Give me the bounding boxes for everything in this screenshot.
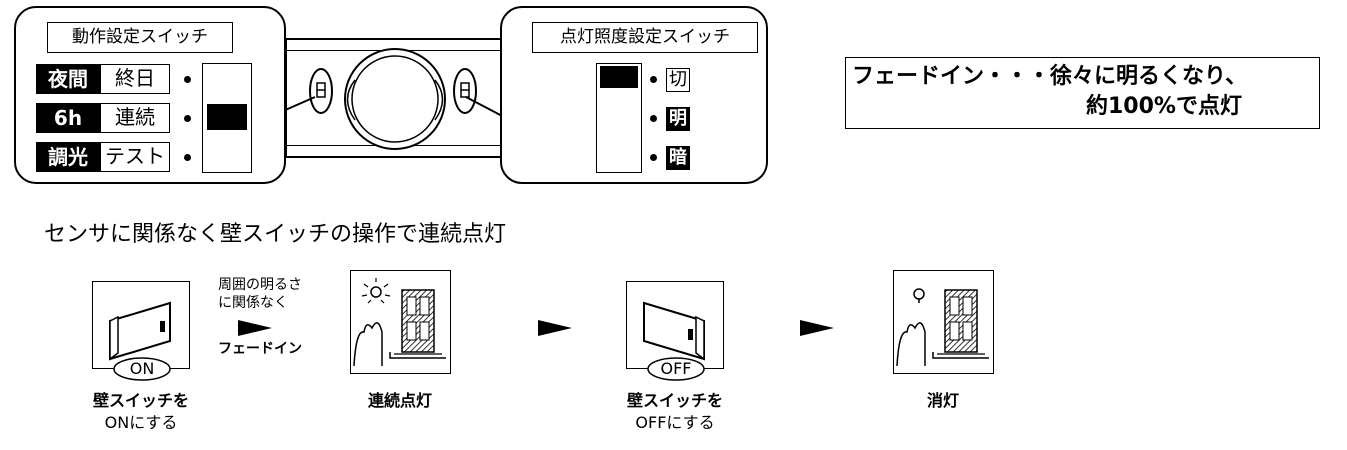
switch-oval-right-icon <box>453 68 477 114</box>
arrow1-text-below: フェードイン <box>218 341 302 357</box>
step2-label: 連続点灯 <box>367 391 432 410</box>
arrow1-text-line2: に関係なく <box>218 295 288 311</box>
sensor-dome-icon <box>344 48 446 150</box>
level-bright: 明 <box>666 107 690 131</box>
arrow1-text-line1: 周囲の明るさ <box>218 277 302 293</box>
section-caption: センサに関係なく壁スイッチの操作で連続点灯 <box>44 222 507 247</box>
position-dot <box>650 76 657 83</box>
step1-label-line2: ONにする <box>104 413 178 432</box>
illuminance-slide-switch[interactable] <box>596 63 642 173</box>
wall-switch-off-icon <box>643 301 705 361</box>
switch-oval-left-icon <box>309 68 333 114</box>
label-dimming: 調光 <box>36 142 100 172</box>
label-test: テスト <box>100 142 170 172</box>
label-allday: 終日 <box>100 64 170 94</box>
level-dark: 暗 <box>666 146 690 170</box>
level-off: 切 <box>666 68 690 92</box>
lit-house-icon <box>353 278 446 367</box>
label-6h: 6h <box>36 103 100 133</box>
operation-slide-knob[interactable] <box>207 104 247 130</box>
off-badge-oval <box>647 357 705 381</box>
illuminance-switch-panel: 点灯照度設定スイッチ 切 明 暗 <box>500 6 768 184</box>
on-badge: ON <box>129 359 155 378</box>
note-line-1: フェードイン・・・徐々に明るくなり、 <box>852 64 1248 89</box>
illuminance-slide-knob[interactable] <box>600 66 638 88</box>
step3-label-line2: OFFにする <box>635 413 715 432</box>
position-dot <box>184 154 191 161</box>
arrow-right-icon <box>238 320 272 336</box>
operation-switch-title: 動作設定スイッチ <box>47 22 233 53</box>
arrow-right-icon <box>538 320 572 336</box>
arrow-right-icon <box>800 320 834 336</box>
on-badge-oval <box>113 357 171 381</box>
dark-house-icon <box>896 288 989 367</box>
wall-switch-on-icon <box>109 301 171 361</box>
operation-slide-switch[interactable] <box>202 63 252 173</box>
position-dot <box>184 115 191 122</box>
label-night: 夜間 <box>36 64 100 94</box>
operation-switch-panel: 動作設定スイッチ 夜間 終日 6h 連続 調光 テスト <box>14 6 286 184</box>
step3-label-line1: 壁スイッチを <box>626 391 723 410</box>
position-dot <box>184 76 191 83</box>
step1-label-line1: 壁スイッチを <box>92 391 189 410</box>
position-dot <box>650 154 657 161</box>
fade-in-note: フェードイン・・・徐々に明るくなり、 約100%で点灯 <box>845 57 1320 129</box>
label-continuous: 連続 <box>100 103 170 133</box>
off-scene-frame <box>893 270 994 374</box>
illuminance-switch-title: 点灯照度設定スイッチ <box>532 22 758 53</box>
note-line-2: 約100%で点灯 <box>1086 94 1242 119</box>
off-badge: OFF <box>660 359 692 378</box>
step4-label: 消灯 <box>926 391 959 410</box>
position-dot <box>650 115 657 122</box>
